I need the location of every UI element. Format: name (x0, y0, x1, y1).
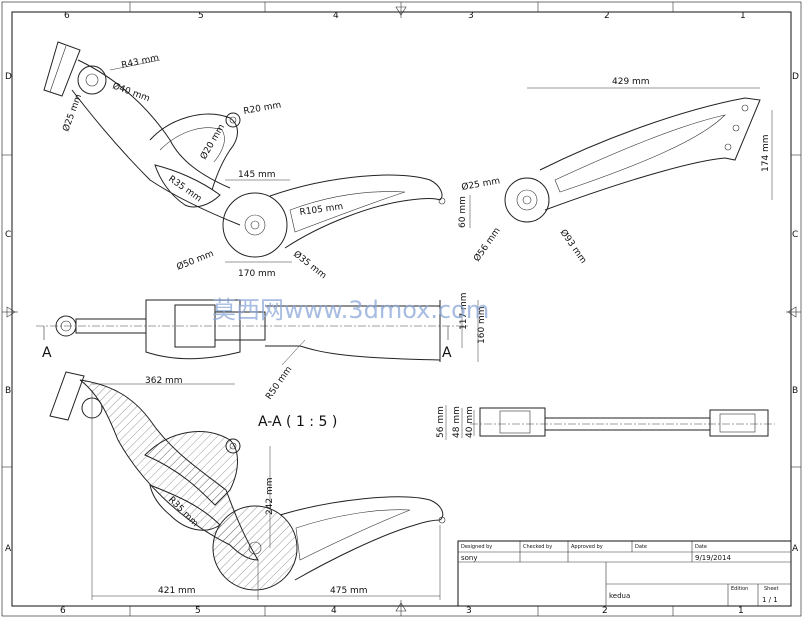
right-arm (539, 97, 761, 211)
grid-col-label: 2 (602, 606, 608, 616)
inner-slot (154, 164, 221, 208)
dim-d25-right: Ø25 mm (461, 175, 501, 193)
dim-d50: Ø50 mm (175, 248, 215, 273)
grid-row-labels: D C B A D C B A (5, 72, 799, 554)
grid-row-label: B (5, 386, 11, 396)
grid-col-label: 4 (331, 606, 337, 616)
upper-arm-inner (71, 89, 241, 226)
dim-362: 362 mm (145, 376, 183, 386)
grid-col-label: 1 (740, 11, 746, 21)
lower-arm-top (269, 174, 443, 201)
dim-d25: Ø25 mm (60, 93, 84, 133)
tb-checked-by-label: Checked by (523, 544, 552, 550)
grid-row-label: A (5, 544, 12, 554)
dim-r20: R20 mm (243, 100, 282, 116)
tb-designer: sony (461, 554, 478, 562)
tb-part-name: kedua (609, 592, 630, 600)
dim-145: 145 mm (238, 170, 276, 180)
dim-40: 40 mm (465, 406, 475, 438)
grid-row-label: C (5, 230, 11, 240)
tb-date-label: Date (635, 544, 647, 550)
grid-col-label: 6 (60, 606, 66, 616)
dim-475: 475 mm (330, 586, 368, 596)
small-pivot (225, 112, 241, 128)
dim-421: 421 mm (158, 586, 196, 596)
dim-117: 117 mm (459, 292, 469, 330)
grid-col-label: 5 (198, 11, 204, 21)
section-hatch-loop (144, 431, 238, 506)
dim-d40: Ø40 mm (111, 80, 151, 104)
grid-column-labels-top: 6 5 4 3 2 1 (64, 11, 746, 21)
watermark: 莫西网www.3dmox.com (212, 296, 489, 324)
grid-row-label: A (792, 544, 799, 554)
main-hub (222, 192, 288, 258)
grid-column-labels-bottom: 6 5 4 3 2 1 (60, 606, 744, 616)
title-block: Designed by Checked by Approved by Date … (457, 540, 792, 607)
dim-242: 242 mm (265, 477, 275, 515)
lower-arm-bottom (284, 198, 441, 249)
grid-row-label: C (792, 230, 798, 240)
tb-designed-by-label: Designed by (461, 544, 492, 550)
tb-date: 9/19/2014 (695, 554, 731, 562)
tb-sheet-label: Sheet (764, 586, 778, 592)
tb-date-label-2: Date (695, 544, 707, 550)
top-left-view: R43 mm Ø40 mm Ø25 mm R20 mm Ø20 mm R35 m… (43, 41, 471, 282)
upper-arm-outer (77, 59, 231, 189)
dim-56: 56 mm (436, 406, 446, 438)
clamp-pivot (77, 65, 107, 95)
grid-row-label: B (792, 386, 798, 396)
section-title: A-A ( 1 : 5 ) (258, 414, 337, 430)
clamp-plate (43, 41, 81, 97)
grid-col-label: 3 (468, 11, 474, 21)
grid-col-label: 4 (333, 11, 339, 21)
dim-d93: Ø93 mm (558, 227, 589, 265)
dim-429: 429 mm (612, 77, 650, 87)
dim-160: 160 mm (477, 306, 487, 344)
top-right-view: 429 mm 174 mm Ø25 mm Ø56 mm Ø93 mm (461, 77, 773, 266)
dim-r43: R43 mm (121, 53, 160, 71)
dim-60: 60 mm (458, 196, 468, 228)
tb-sheet: 1 / 1 (762, 596, 778, 604)
dim-48: 48 mm (452, 406, 462, 438)
section-hub (212, 505, 298, 591)
bottom-right-view: 56 mm 48 mm 40 mm (436, 405, 775, 440)
grid-row-label: D (5, 72, 12, 82)
grid-col-label: 2 (604, 11, 610, 21)
right-hub (504, 177, 550, 223)
tb-approved-by-label: Approved by (571, 544, 603, 550)
section-clamp (49, 371, 85, 421)
section-arm-top (279, 496, 444, 521)
dim-r50: R50 mm (264, 365, 294, 402)
dim-d35: Ø35 mm (291, 249, 328, 282)
dim-174: 174 mm (761, 134, 771, 172)
section-view: 362 mm R35 mm 242 mm 421 mm 475 mm A-A (… (49, 371, 446, 600)
grid-row-label: D (792, 72, 799, 82)
top-loop (149, 113, 238, 191)
dim-d56: Ø56 mm (471, 226, 502, 264)
grid-col-label: 3 (466, 606, 472, 616)
section-marker-right: A (442, 345, 452, 361)
tb-edition-label: Edition (731, 586, 748, 592)
section-marker-left: A (42, 345, 52, 361)
dim-170: 170 mm (238, 269, 276, 279)
grid-col-label: 1 (738, 606, 744, 616)
grid-col-label: 5 (195, 606, 201, 616)
grid-col-label: 6 (64, 11, 70, 21)
